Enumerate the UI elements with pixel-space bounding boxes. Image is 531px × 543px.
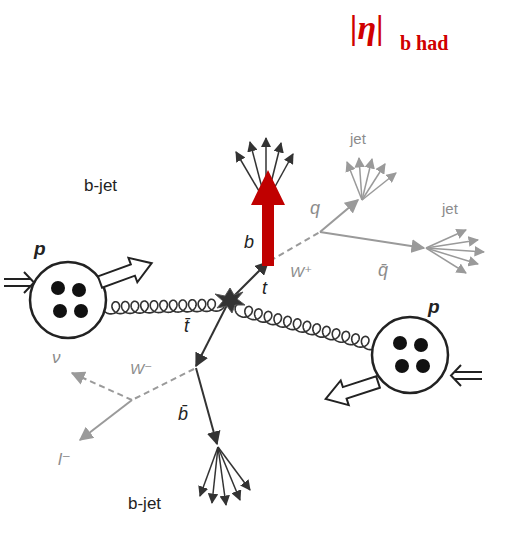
quark-dot [53, 304, 67, 318]
proton-circle [30, 262, 106, 338]
particle-label: p [428, 296, 440, 318]
momentum-arrow-right [322, 370, 382, 412]
neutrino-line [72, 373, 132, 400]
jet-fan [347, 158, 396, 200]
proton-left [30, 262, 106, 338]
quark-dot [395, 359, 409, 373]
quark-line [320, 200, 358, 232]
gluon-line [102, 299, 225, 314]
jet-particle [426, 248, 466, 273]
jet-label: jet [442, 200, 458, 217]
particle-label: t [262, 278, 267, 299]
interaction-blob [215, 288, 245, 313]
quark-dot [72, 283, 86, 297]
proton-circle [372, 317, 448, 393]
quark-dot [51, 281, 65, 295]
lepton-line [80, 400, 132, 440]
gluon-lines [102, 299, 379, 352]
proton-right [372, 317, 448, 393]
particle-label: q̄ [378, 260, 388, 281]
jet-particle [218, 447, 250, 490]
particle-label: q [310, 198, 320, 219]
beam-line [4, 278, 31, 280]
jet-particle [359, 158, 362, 200]
particle-label: b̄ [178, 404, 188, 425]
quark-dot [414, 338, 428, 352]
beam-line [4, 285, 31, 287]
particle-label: b [244, 232, 254, 253]
jet-particle [362, 173, 396, 200]
particle-label: p [34, 238, 46, 260]
jet-particle [212, 447, 218, 503]
particle-label: t̄ [184, 316, 189, 337]
eta-symbol: |η| [350, 8, 384, 47]
eta-subscript: b had [400, 32, 448, 55]
jet-fans [200, 138, 484, 505]
jet-fan [200, 447, 250, 505]
beam-line [455, 371, 482, 373]
momentum-arrow-left [96, 251, 157, 294]
particle-label: W⁺ [290, 263, 312, 280]
jet-fan [426, 230, 484, 273]
particle-label: ν [52, 348, 61, 368]
beam-arrow-right [451, 365, 482, 386]
particle-label: l⁻ [58, 450, 71, 470]
jet-label: jet [350, 130, 366, 147]
highlight-arrow [251, 170, 285, 266]
beam-line [455, 378, 482, 380]
w-boson-line [270, 232, 320, 261]
beam-head [451, 365, 461, 386]
gluon-line [233, 303, 379, 351]
jet-particle [426, 248, 478, 264]
quark-dot [416, 359, 430, 373]
beam-head [24, 272, 34, 293]
jet-label: b-jet [84, 176, 117, 196]
quark-dot [74, 304, 88, 318]
quark-dot [393, 336, 407, 350]
jet-particle [426, 240, 478, 248]
jet-particle [218, 447, 240, 500]
jet-particle [362, 164, 385, 200]
antitop-line [196, 305, 227, 366]
antiquark-line [320, 232, 424, 248]
anti-b-line [196, 368, 217, 444]
jet-label: b-jet [128, 494, 161, 514]
beam-arrow-left [4, 272, 34, 293]
particle-label: W⁻ [130, 360, 152, 377]
